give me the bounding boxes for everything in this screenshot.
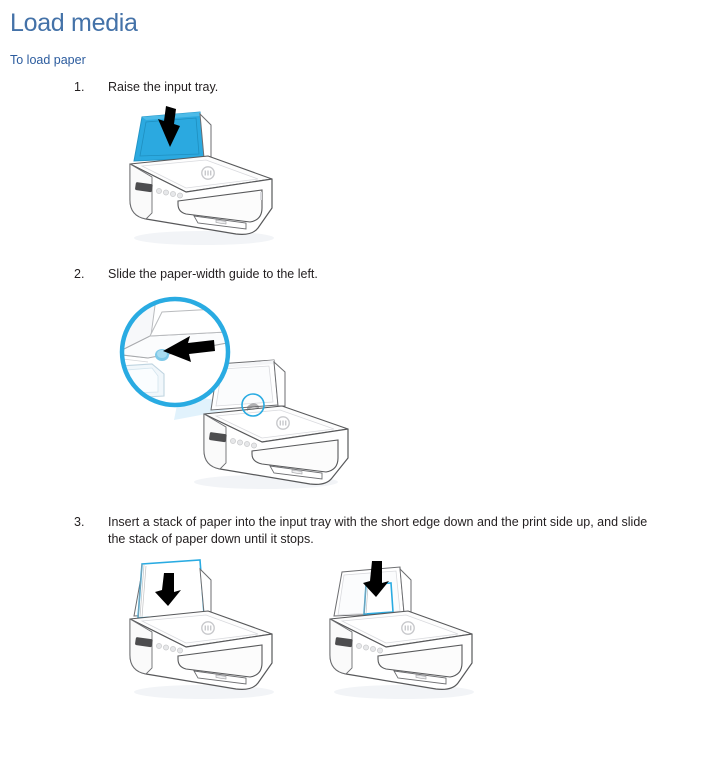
step-3-number: 3. bbox=[74, 515, 85, 529]
step-1-number: 1. bbox=[74, 80, 85, 94]
step-3-text: Insert a stack of paper into the input t… bbox=[108, 515, 648, 546]
printer-slide-paper-width-guide-figure bbox=[106, 292, 374, 500]
printer-raise-input-tray-figure bbox=[112, 100, 292, 252]
page-title: Load media bbox=[10, 9, 138, 37]
step-2-text: Slide the paper-width guide to the left. bbox=[108, 267, 318, 281]
step-2-number: 2. bbox=[74, 267, 85, 281]
printer-insert-full-size-paper-figure bbox=[112, 556, 292, 706]
printer-insert-small-media-figure bbox=[312, 556, 492, 706]
step-1-text: Raise the input tray. bbox=[108, 80, 219, 94]
section-heading: To load paper bbox=[10, 53, 86, 67]
